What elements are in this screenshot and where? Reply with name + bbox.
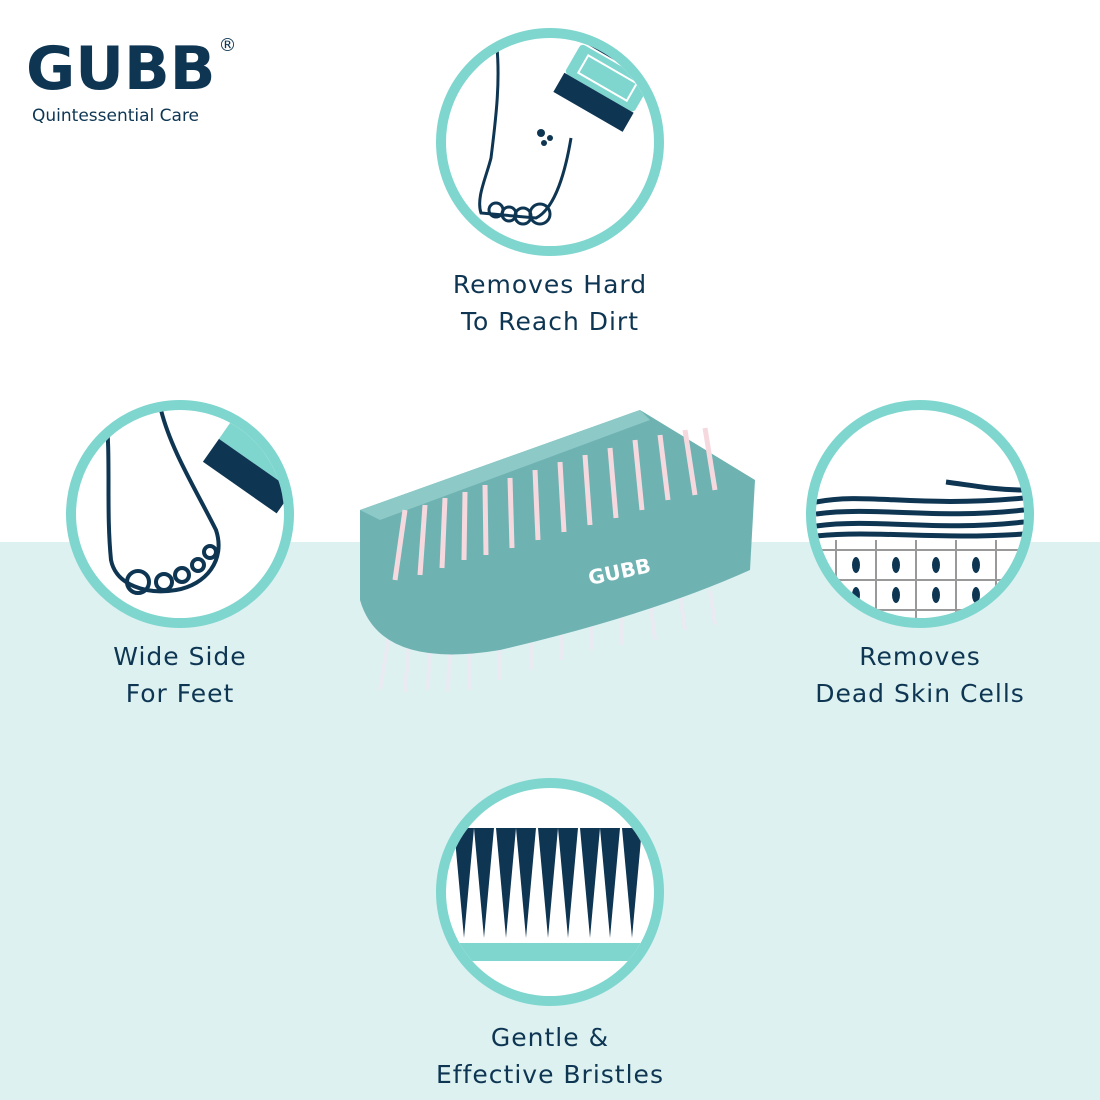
registered-mark: ® [218, 35, 237, 56]
brand-tagline: Quintessential Care [32, 106, 200, 126]
feature-caption-bristles: Gentle & Effective Bristles [390, 1019, 710, 1093]
feature-caption-feet: Wide Side For Feet [20, 638, 340, 712]
caption-line: Removes [859, 642, 981, 671]
caption-line: For Feet [125, 679, 235, 708]
foot-icon [66, 400, 294, 628]
feature-caption-dirt: Removes Hard To Reach Dirt [390, 266, 710, 340]
brand-logo: GUBB ® Quintessential Care [26, 34, 236, 126]
feature-caption-skin: Removes Dead Skin Cells [760, 638, 1080, 712]
nail-brush-product-image: GUBB [350, 400, 770, 704]
caption-line: Wide Side [113, 642, 247, 671]
brand-name: GUBB [26, 34, 216, 104]
bristles-icon [436, 778, 664, 1006]
skin-cells-icon [806, 400, 1034, 628]
caption-line: To Reach Dirt [460, 307, 640, 336]
caption-line: Dead Skin Cells [815, 679, 1025, 708]
caption-line: Gentle & [490, 1023, 610, 1052]
foot-brush-icon [436, 28, 664, 256]
brand-name-row: GUBB ® [26, 34, 236, 104]
caption-line: Removes Hard [452, 270, 648, 299]
caption-line: Effective Bristles [436, 1060, 664, 1089]
